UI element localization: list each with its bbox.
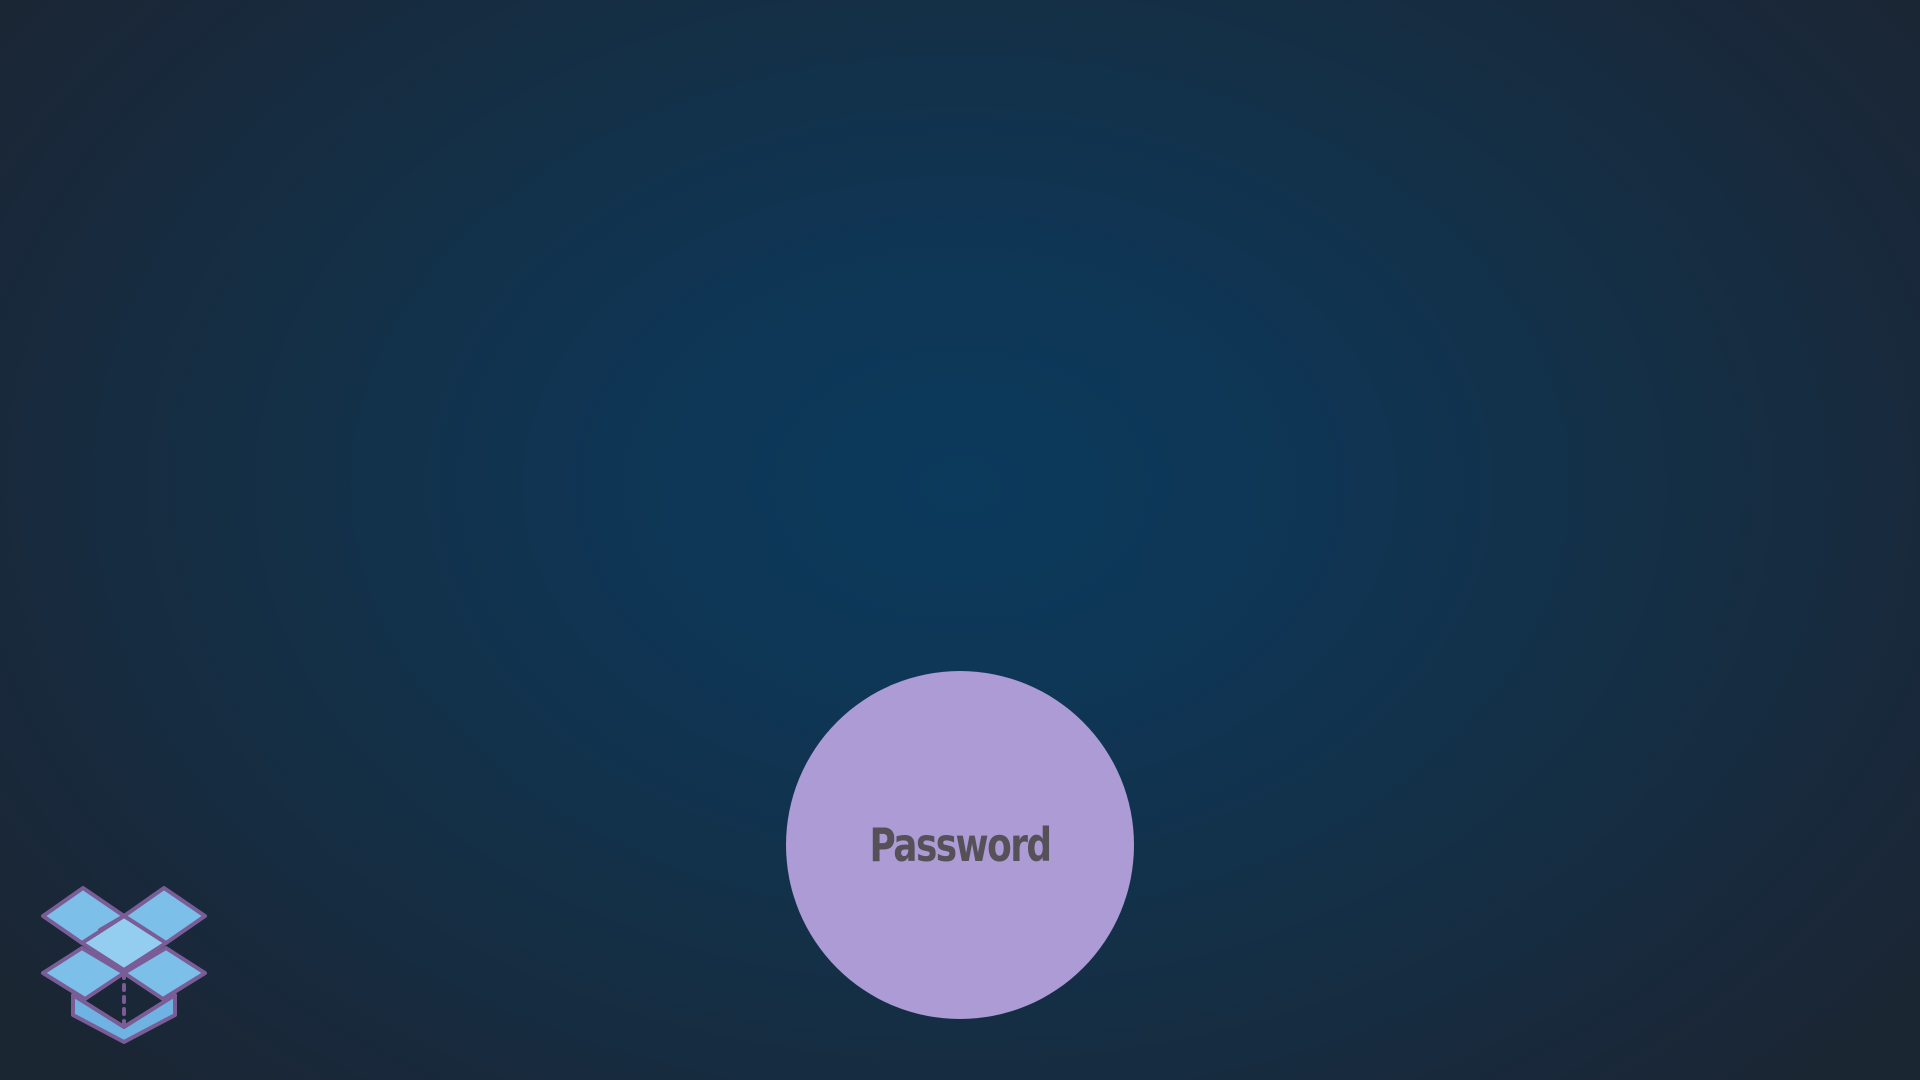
password-circle: Password bbox=[786, 671, 1134, 1019]
password-label: Password bbox=[869, 818, 1053, 872]
dropbox-box-icon bbox=[41, 886, 207, 1044]
